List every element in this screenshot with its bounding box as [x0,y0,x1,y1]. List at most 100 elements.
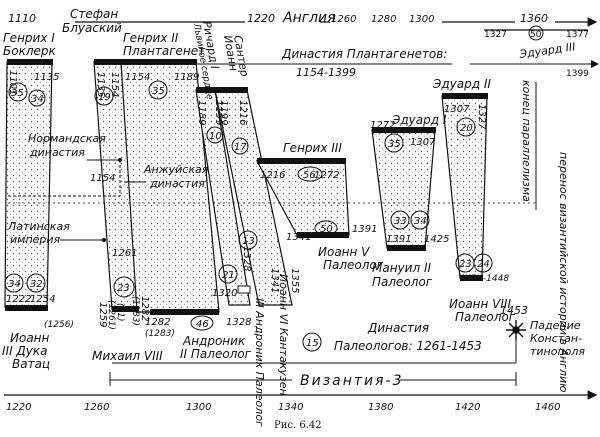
andronicus2-end: 1328 [226,317,251,328]
end-parallelism: конец параллелизма [520,80,533,202]
andronicus3-len2-circle [238,230,258,250]
henry3-len: 56 [303,170,316,181]
andronicus3-start: 1320 [212,288,237,299]
michael-name: Михаил VIII [92,349,163,363]
vatatz-len2-circle [26,273,46,293]
fall-line-2: Констан- [530,332,582,345]
palaiologos-line-2: Палеологов: 1261-1453 [334,339,482,353]
bottom-year-1460: 1460 [535,402,560,413]
henry2-start: 1154 [125,72,150,83]
byzantium3-label: Византия-3 [300,373,404,389]
end-1399: 1399 [566,69,589,79]
john8-name-2: Палеолог [455,310,516,324]
top-year-1280: 1280 [371,14,396,25]
andronicus3-len2: 13 [242,236,255,247]
john5-name-1: Иоанн V [318,245,370,259]
stephen-end: 1154 [109,72,120,97]
john5-len: 50 [320,224,333,235]
bar-stephen-top [94,59,121,65]
top-year-1360: 1360 [520,12,548,25]
england-labels: Генрих I Боклерк 1101 1135 35 34 Стефан … [3,7,491,182]
bar-henry3-top [257,158,346,164]
michael-end: 1282 [139,296,150,321]
henry2-len-circle [148,80,168,100]
henry2-name2: Плантагенет [123,44,206,58]
edward1-end: 1307 [410,137,436,148]
top-year-1220: 1220 [247,12,275,25]
cantacuzene-len-circle [302,332,322,352]
plantagenet-range: 1154-1399 [296,66,356,79]
manuel2-name-2: Палеолог [372,275,433,289]
manuel2-len2: 34 [414,216,427,227]
edward3-end: 1377 [566,30,589,40]
john-name: Иоанн [221,34,240,72]
richard-end: 1199 [213,100,224,125]
john-len-circle [231,137,249,155]
vatatz-name-2: III Дука [2,344,48,358]
john5-len-circle [314,220,338,236]
andronicus2-name-1: Андроник [182,334,246,348]
transfer-label: перенос византийской истории в Англию [557,152,570,392]
palaiologos-line-1: Династия [367,321,429,335]
edward1-start: 1272 [370,120,395,131]
vatatz-len1-circle [4,273,24,293]
bar-vatatz-bottom [5,305,48,311]
john8-len2: 24 [477,259,490,270]
bottom-section: Династия Палеологов: 1261-1453 1453 Паде… [4,304,598,413]
stephen-name2: Блуаский [62,21,122,35]
cantacuzene-name: Иоанн VI Кантакузен [277,274,290,396]
henry1-end: 1135 [34,72,59,83]
john-end: 1216 [237,100,248,125]
bar-richard-top [196,87,216,93]
latin-empire-1: Латинская [7,220,70,233]
michael-len: 23 [117,283,130,294]
cantacuzene-start-2: 1341 [269,268,280,293]
bar-henry2-top [121,59,197,65]
henry3-start: 1216 [260,170,285,181]
henry2-name: Генрих II [123,31,179,45]
edward1-len: 35 [388,139,401,150]
bottom-year-1380: 1380 [368,402,393,413]
top-year-1300: 1300 [409,14,434,25]
bottom-year-1220: 1220 [6,402,31,413]
england-label: Англия [282,10,336,26]
andronicus2-start: 1282 [145,317,170,328]
stephen-len: 19 [98,92,111,103]
manuel2-name-1: Мануил II [372,261,431,275]
edward3-name: Эдуард III [518,40,577,61]
plantagenet-dynasty: Династия Плантагенетов: [281,47,447,61]
richard-len: 10 [209,131,222,142]
manuel2-end: 1425 [424,234,449,245]
henry1-len1-circle [8,82,28,102]
henry2-len: 35 [152,86,165,97]
bottom-year-1420: 1420 [455,402,480,413]
edward1-len-circle [384,133,404,153]
henry1-len2-circle [28,89,46,107]
annotations: Нормандская династия Анжуйская династия … [7,132,570,392]
stephen-name: Стефан [70,7,118,21]
michael-1261-label: 1261 [112,248,137,259]
john8-name-1: Иоанн VIII [449,297,511,311]
bar-michael-bottom [112,306,139,312]
henry3-end: 1272 [314,170,339,181]
john5-name-2: Палеолог [323,258,384,272]
edward2-len-circle [456,117,476,137]
john8-len1: 23 [459,259,472,270]
anjou-label-1: Анжуйская [143,163,209,176]
andronicus2-start-alt: (1283) [145,329,175,339]
bar-edward2-top [442,93,488,99]
edward2-end: 1327 [476,104,487,130]
henry1-name: Генрих I [3,31,55,45]
michael-len-alt: (21) [115,303,125,321]
michael-end-alt: (1283) [130,296,140,326]
cantacuzene-len: 15 [306,338,319,349]
top-year-1260: 1260 [331,14,356,25]
normandy-label-2: династия [29,146,85,159]
dashed-guide [8,160,121,197]
top-year-1110: 1110 [8,12,36,25]
manuel2-len2-circle [410,210,430,230]
andronicus3-end: 1328 [241,246,252,271]
andronicus3-len1-circle [218,264,238,284]
